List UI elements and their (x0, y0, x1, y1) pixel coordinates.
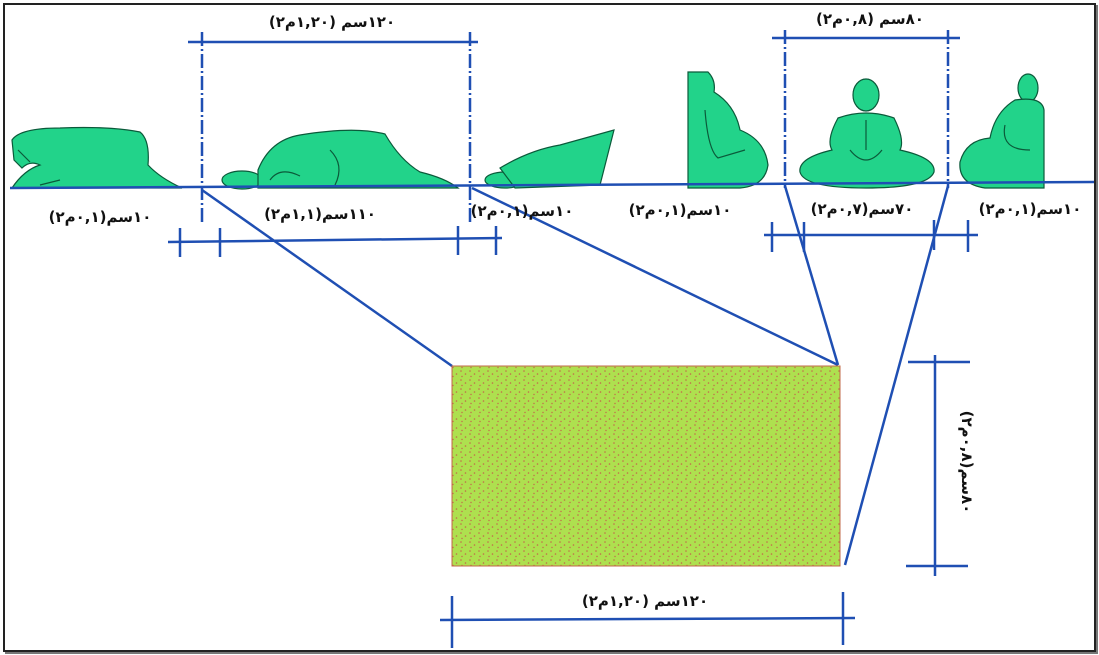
side-label: ٨٠سم(٠,٨م٢) (958, 411, 976, 514)
bottom-label: ١٢٠سم (١,٢٠م٢) (582, 592, 708, 610)
row-label-4: ١٠سم(٠,١م٢) (629, 201, 732, 219)
projection-lines (201, 185, 950, 566)
top-right-label: ٨٠سم (٠,٨م٢) (816, 10, 924, 28)
top-left-dimension (188, 32, 478, 225)
prostrating-figure-icon (221, 129, 460, 190)
row-label-1: ١٠سم(٠,١م٢) (49, 208, 152, 226)
sitting-side-figure-icon (687, 71, 769, 189)
row-label-5: ٧٠سم(٠,٧م٢) (811, 200, 914, 218)
bowing-figure-icon (484, 129, 615, 189)
row-label-2: ١١٠سم(١,١م٢) (264, 205, 376, 223)
row-label-6: ١٠سم(٠,١م٢) (979, 200, 1082, 218)
bottom-dimension (439, 592, 856, 648)
sitting-front-figure-icon (799, 78, 935, 189)
sitting-side-figure-icon (959, 73, 1045, 189)
kneeling-figure-icon (10, 126, 183, 189)
row-label-3: ١٠سم(٠,١م٢) (471, 202, 574, 220)
prayer-mat (451, 365, 841, 567)
ground-line (9, 180, 1095, 190)
top-left-label: ١٢٠سم (١,٢٠م٢) (269, 13, 395, 31)
side-dimension (906, 355, 970, 576)
top-right-dimension (772, 30, 960, 188)
left-measure-line (167, 226, 503, 257)
